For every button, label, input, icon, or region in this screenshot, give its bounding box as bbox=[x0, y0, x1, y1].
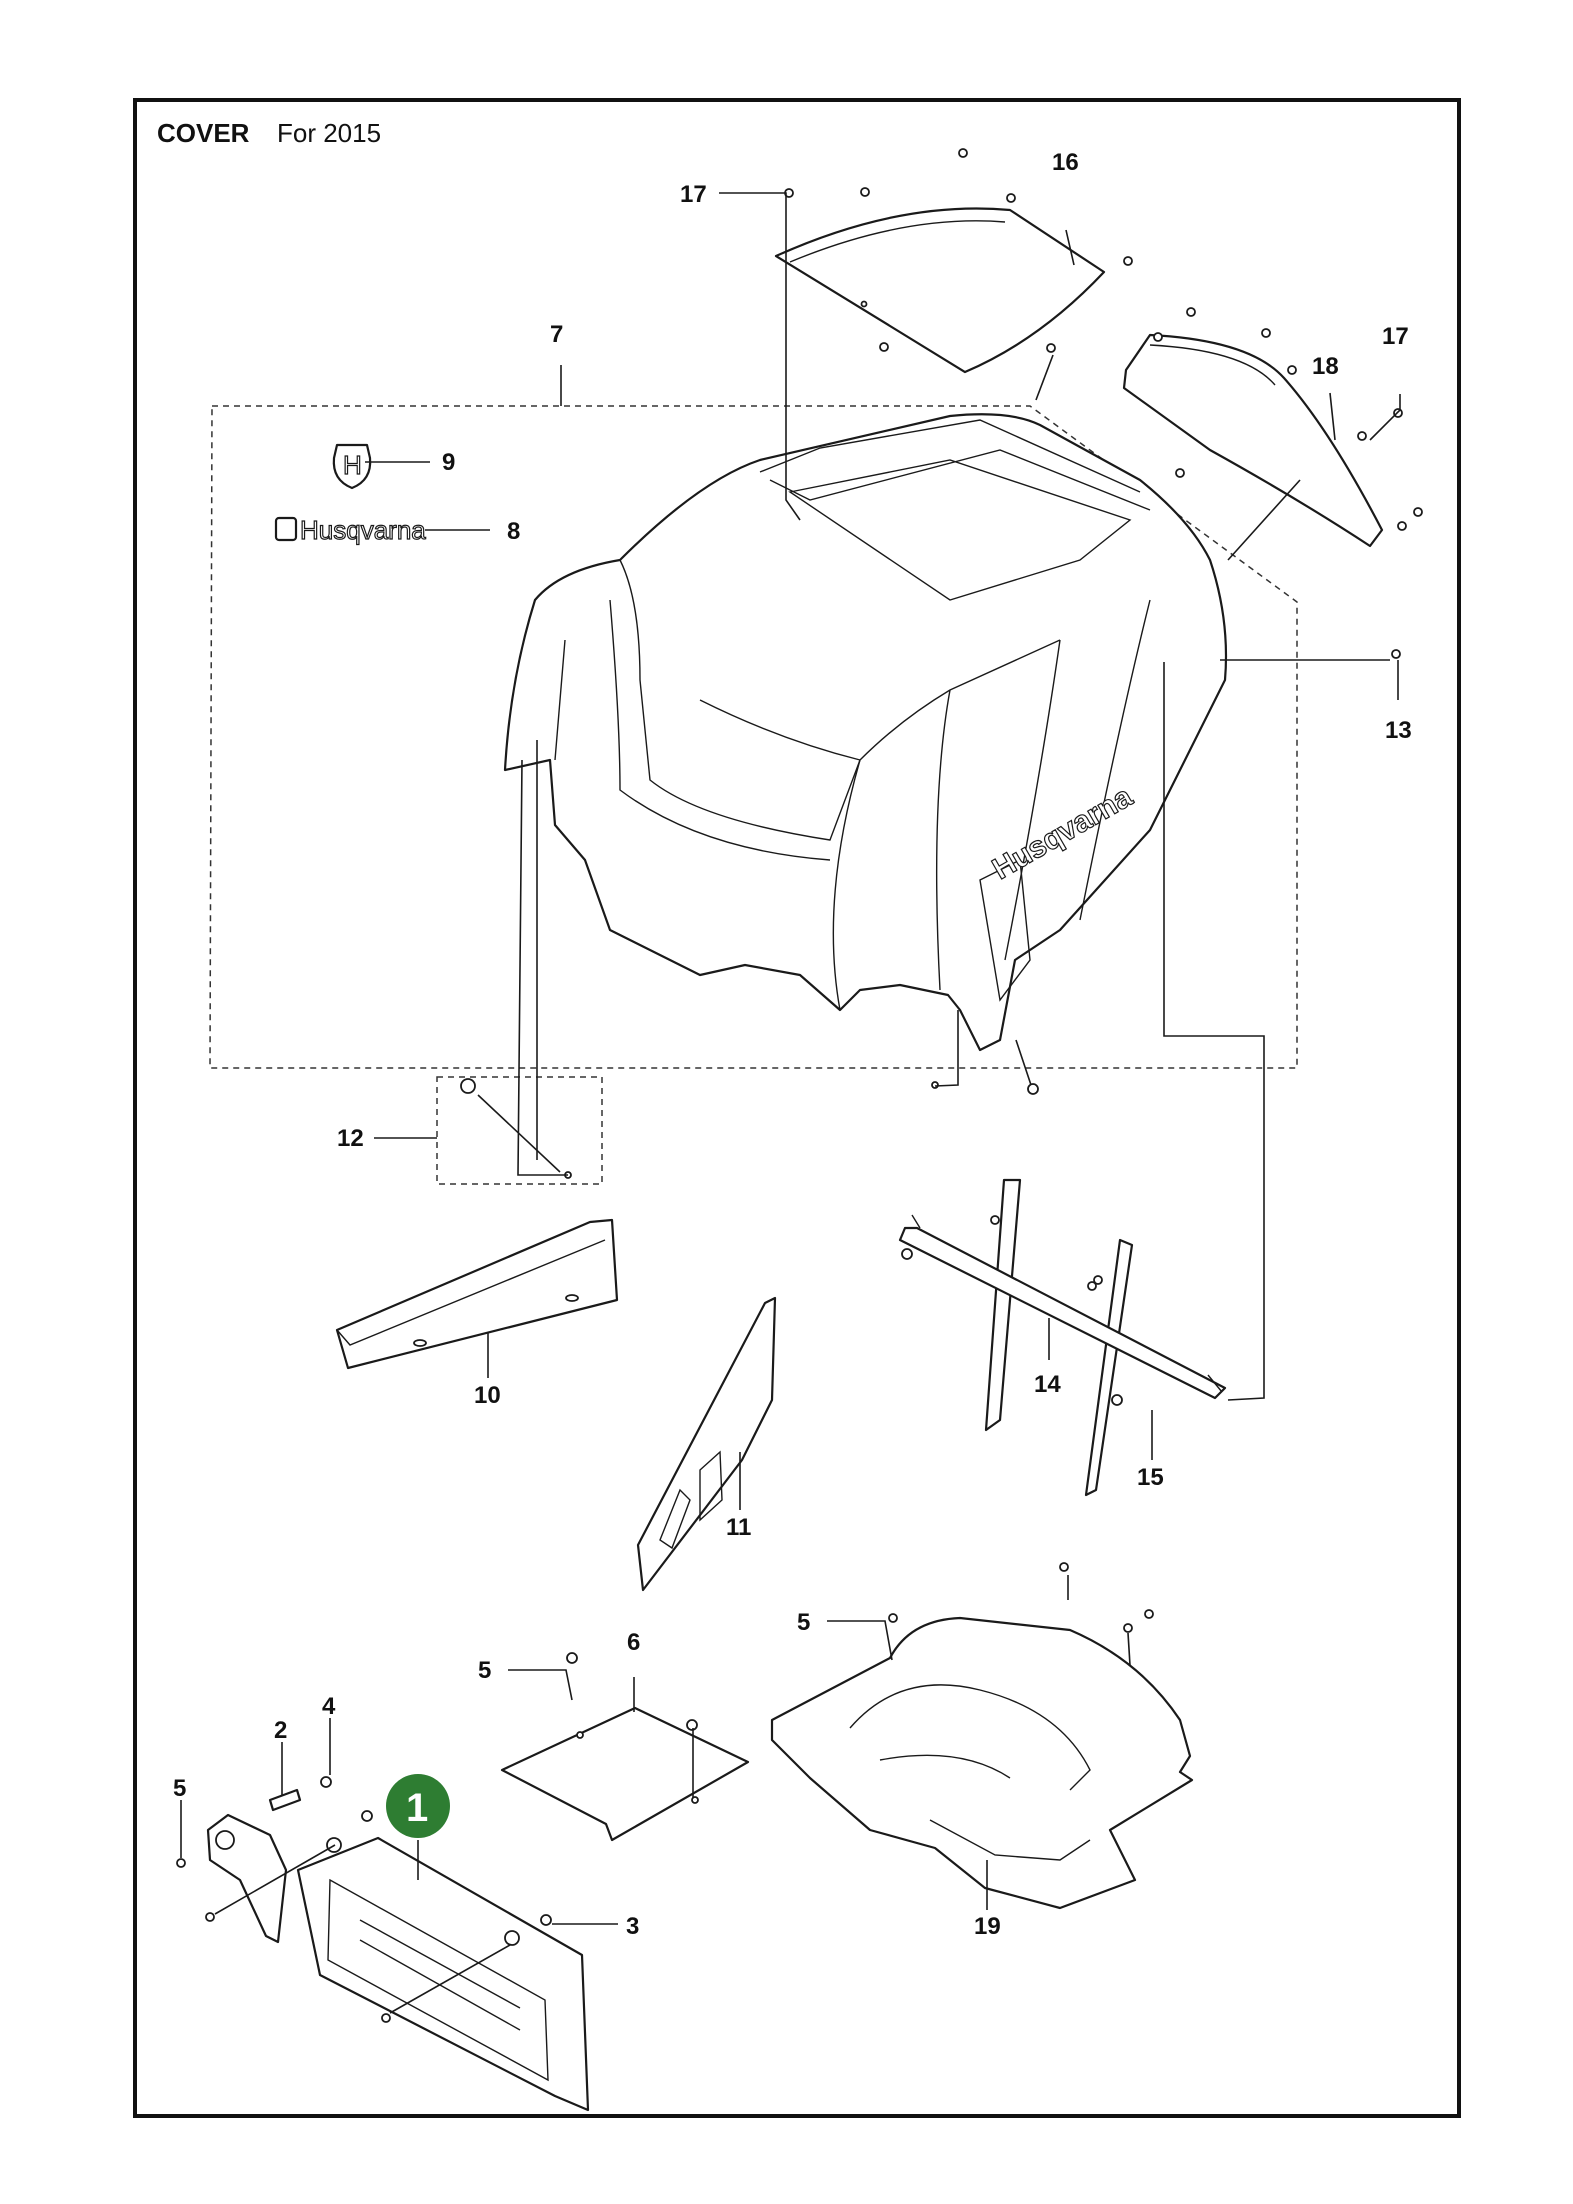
callout-6: 6 bbox=[627, 1629, 640, 1656]
part-7-main-cover: Husqvarna bbox=[503, 413, 1228, 1052]
part-8-wordmark-decal: Husqvarna bbox=[274, 514, 427, 546]
callout-13: 13 bbox=[1385, 717, 1412, 744]
callout-5-grille: 5 bbox=[173, 1775, 186, 1802]
callout-12: 12 bbox=[337, 1125, 364, 1152]
part-14-frame-assembly bbox=[898, 1178, 1227, 1497]
callout-1: 1 bbox=[406, 1786, 428, 1830]
callout-18: 18 bbox=[1312, 353, 1339, 380]
callout-10: 10 bbox=[474, 1382, 501, 1409]
part-18-rear-plate bbox=[1122, 333, 1384, 548]
part-16-top-plate bbox=[774, 207, 1106, 374]
callout-2: 2 bbox=[274, 1717, 287, 1744]
callout-labels: 17 16 7 17 18 9 8 13 12 10 14 15 11 5 6 … bbox=[173, 149, 1412, 1940]
callout-7: 7 bbox=[550, 321, 563, 348]
emblem-letter: H bbox=[343, 450, 362, 480]
part-1-front-grille bbox=[206, 1813, 590, 2112]
assembly-12-boundary bbox=[436, 1076, 603, 1185]
part-6-access-panel bbox=[500, 1706, 750, 1842]
callout-9: 9 bbox=[442, 449, 455, 476]
callout-11: 11 bbox=[726, 1514, 751, 1541]
part-19-lower-pan bbox=[770, 1616, 1194, 1910]
callout-5-pan: 5 bbox=[797, 1609, 810, 1636]
sheet-title: COVER bbox=[157, 118, 250, 148]
sheet-subtitle: For 2015 bbox=[277, 118, 382, 148]
callout-3: 3 bbox=[626, 1913, 639, 1940]
diagram-frame bbox=[133, 98, 1461, 2118]
decal-wordmark: Husqvarna bbox=[300, 515, 426, 545]
fasteners bbox=[176, 148, 1423, 2023]
callout-4: 4 bbox=[322, 1693, 336, 1720]
part-9-emblem-badge: H bbox=[332, 443, 372, 490]
part-2-pin bbox=[268, 1788, 302, 1812]
part-11-side-panel bbox=[636, 1296, 777, 1592]
part-10-side-bracket bbox=[335, 1218, 619, 1370]
leader-lines bbox=[180, 192, 1401, 2014]
callout-17-right: 17 bbox=[1382, 323, 1409, 350]
callout-14: 14 bbox=[1034, 1371, 1061, 1398]
callout-1-highlight[interactable]: 1 bbox=[386, 1774, 450, 1838]
callout-8: 8 bbox=[507, 518, 520, 545]
callout-16: 16 bbox=[1052, 149, 1079, 176]
callout-19: 19 bbox=[974, 1913, 1001, 1940]
callout-15: 15 bbox=[1137, 1464, 1164, 1491]
callout-17-top: 17 bbox=[680, 181, 707, 208]
callout-5-panel: 5 bbox=[478, 1657, 491, 1684]
